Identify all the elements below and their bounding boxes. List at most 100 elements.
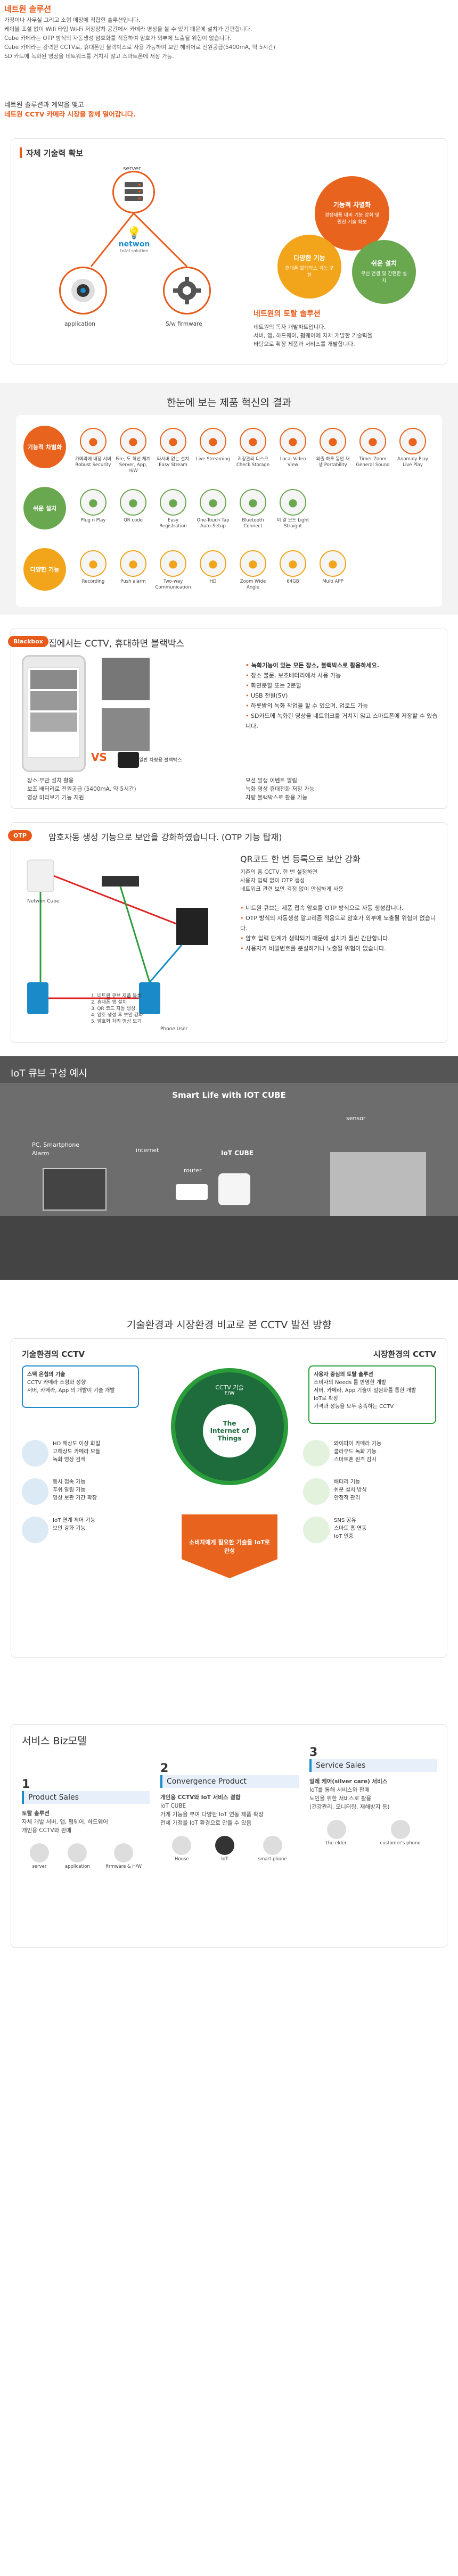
brand-name: netwon <box>118 240 150 249</box>
intro-title: 네트원 솔루션 <box>4 4 52 14</box>
feature-label: 카메라에 내장 서버 Robust Security <box>75 457 111 468</box>
innovation-item: ● 미 알 모드 Light Straight <box>274 489 312 529</box>
tech-title: 자체 기술력 확보 <box>26 148 84 158</box>
innovation-item: ●Plug n Play <box>75 489 112 524</box>
icon-label: firmware & H/W <box>105 1864 142 1869</box>
blackbox-item: 장소 불문, 보조배터리에서 사용 가능 <box>246 670 443 681</box>
circle-title: 기능적 차별화 <box>333 201 371 209</box>
trend-right-title: 시장환경의 CCTV <box>373 1349 436 1359</box>
otp-step: 5. 암호화 처리 영상 보기 <box>91 1019 142 1024</box>
iot-label: sensor <box>346 1115 366 1122</box>
innovation-item: ●Two-way Communication <box>154 550 192 591</box>
otp-step: 1. 네트원 큐브 제품 등록 <box>91 993 142 999</box>
otp-step: 3. QR 코드 자동 생성 <box>91 1006 136 1012</box>
biz-model-num: 3 <box>309 1746 318 1759</box>
server-icon <box>125 182 143 201</box>
feature-icon: ● <box>160 550 186 577</box>
feature-label: QR code <box>124 518 143 523</box>
tech-card: 자체 기술력 확보 server 💡 netwon total solution <box>11 138 447 365</box>
biz-icons-1: server application firmware & H/W <box>22 1843 150 1871</box>
feature-label: 타서버 없는 설치 Easy Stream <box>157 457 190 468</box>
iot-card: IoT 큐브 구성 예시 Smart Life with IOT CUBE PC… <box>0 1056 458 1280</box>
feature-icon: ● <box>200 550 226 577</box>
video-thumb <box>30 691 77 710</box>
otp-step: 2. 휴대폰 앱 설치 <box>91 1000 127 1005</box>
phone-mockup <box>22 655 86 772</box>
vs-label: VS <box>91 751 107 764</box>
biz-model-line: 개인용 CCTV와 판매 <box>22 1827 71 1834</box>
otp-bullets: 네트원 큐브는 제품 접속 암호를 OTP 방식으로 자동 생성합니다. OTP… <box>240 903 437 954</box>
feature-label: Bluetooth Connect <box>242 518 264 529</box>
innovation-card: 기능적 차별화●카메라에 내장 서버 Robust Security●Fire,… <box>16 415 442 607</box>
innovation-item: ●64GB <box>274 550 312 585</box>
firmware-node <box>163 267 211 314</box>
circle-features: 다양한 기능 휴대폰 블랙박스 기능 구현 <box>277 235 341 299</box>
biz-model-head: 토탈 솔루션 <box>22 1810 50 1817</box>
feature-label: 저장관리 디스크 Check Storage <box>236 457 270 468</box>
innovation-item: ●외출 하루 동안 재생 Portability <box>314 428 351 468</box>
innovation-title: 한눈에 보는 제품 혁신의 결과 <box>167 397 291 409</box>
innovation-item: ● Bluetooth Connect <box>234 489 272 529</box>
biz-model-line: 노인을 위한 서비스로 활용 <box>309 1795 372 1802</box>
otp-heading: QR코드 한 번 등록으로 보안 강화 <box>240 854 361 864</box>
biz-model-line: IoT를 통해 서비스와 판매 <box>309 1787 370 1793</box>
blackbox-item: 화면분할 또는 2분할 <box>246 681 443 691</box>
otp-diagram <box>27 859 208 1014</box>
video-thumb <box>30 670 77 689</box>
biz-model-line: 자체 개발 서버, 앱, 펌웨어, 하드웨어 <box>22 1819 108 1825</box>
intro-callout: 네트원 솔루션과 계약을 맺고 네트원 CCTV 카메라 시장을 함께 열어갑니… <box>4 100 136 119</box>
feature-label: Recording <box>81 579 105 584</box>
otp-card: OTP 암호자동 생성 기능으로 보안을 강화하였습니다. (OTP 기능 탑재… <box>8 822 447 1043</box>
center-title: The Internet of Things <box>203 1404 256 1457</box>
gear-icon <box>173 277 201 304</box>
feature-icon: ● <box>200 489 226 516</box>
feature-label: 외출 하루 동안 재생 Portability <box>316 457 350 468</box>
blackbox-item: SD카드에 녹화된 영상을 네트워크를 거치지 않고 스마트폰에 저장할 수 있… <box>246 711 443 731</box>
blackbox-bullet: 녹화 영상 휴대전화 저장 가능 <box>246 786 315 792</box>
iot-label: Alarm <box>32 1150 50 1157</box>
innovation-item: ●Timer Zoom General Sound <box>354 428 391 468</box>
iot-label: PC, Smartphone <box>32 1141 80 1148</box>
trend-section: 기술환경과 시장환경 비교로 본 CCTV 발전 방향 기술환경의 CCTV 시… <box>0 1317 458 1689</box>
feature-icon: ● <box>280 489 306 516</box>
otp-label: Phone User <box>160 1026 188 1032</box>
biz-icons-3: the elder customer's phone <box>309 1820 437 1848</box>
phone-screen <box>28 667 80 758</box>
router-icon <box>176 1184 208 1200</box>
intro-callout-2: 네트원 CCTV 카메라 시장을 함께 열어갑니다. <box>4 110 136 118</box>
trend-right-box-line: 소비자의 Needs 를 반영한 개발 <box>314 1380 387 1386</box>
feature-label: Easy Registration <box>159 518 187 529</box>
app-icon <box>68 1843 87 1862</box>
feature-icon: ● <box>240 489 266 516</box>
trend-right-box-line: 사용자 중심의 토탈 솔루션 <box>314 1372 373 1378</box>
innovation-item: ●Local Video View <box>274 428 312 468</box>
feature-icon: ● <box>120 428 146 454</box>
innovation-section: 한눈에 보는 제품 혁신의 결과 기능적 차별화●카메라에 내장 서버 Robu… <box>0 383 458 615</box>
blackbox-bullet: 영상 미리보기 기능 지원 <box>27 794 84 801</box>
tech-section: 자체 기술력 확보 server 💡 netwon total solution <box>0 138 458 367</box>
trend-right-box-line: IoT로 확장 <box>314 1396 338 1402</box>
blackbox-title: 집에서는 CCTV, 휴대하면 블랙박스 <box>48 639 185 649</box>
feature-label: Fire, 도 혁신 체계 Server, App, H/W <box>116 457 151 474</box>
trend-right-box-line: 서버, 카메라, App 기술이 일원화를 통한 개발 <box>314 1388 416 1394</box>
biz-icons-2: House IoT smart phone <box>160 1836 299 1863</box>
trend-left-title: 기술환경의 CCTV <box>22 1349 85 1359</box>
feature-label: Multi APP <box>322 579 344 584</box>
row-text: 보안 강화 기능 <box>53 1526 86 1531</box>
circle-title: 쉬운 설치 <box>371 259 397 267</box>
feature-label: 64GB <box>287 579 299 584</box>
feature-label: 미 알 모드 Light Straight <box>276 518 309 529</box>
recording-thumb <box>102 708 150 751</box>
circle-title: 다양한 기능 <box>293 254 325 262</box>
intro-callout-1: 네트원 솔루션과 계약을 맺고 <box>4 101 84 109</box>
row-text: 동시 접속 가능 <box>53 1479 86 1485</box>
tech-title-bar <box>20 147 22 158</box>
iot-center-circle: CCTV 기술 F/W The Internet of Things <box>171 1368 288 1485</box>
biz-model-num: 1 <box>22 1778 30 1791</box>
car-blackbox-icon <box>118 752 139 768</box>
blackbox-item: 하룻밤의 녹화 작업을 할 수 있으며, 업로드 가능 <box>246 701 443 711</box>
server-icon <box>29 1843 49 1862</box>
